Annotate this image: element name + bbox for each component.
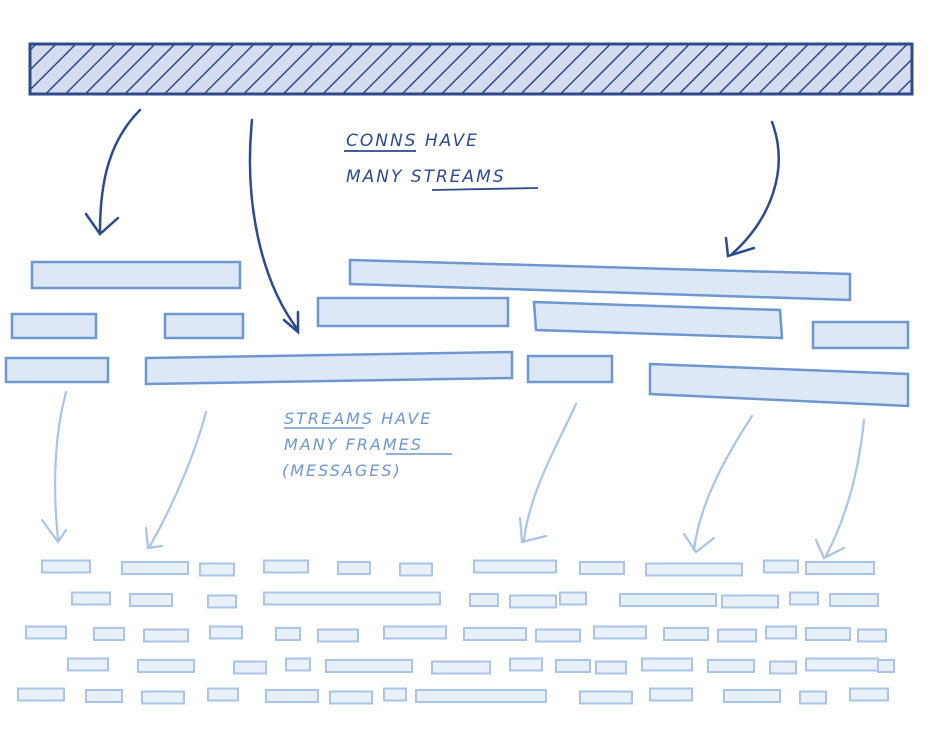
streams-label-line2: MANY FRAMES <box>284 435 423 454</box>
frame-bar <box>325 659 413 673</box>
stream-bars <box>4 258 910 408</box>
frame-bar <box>129 593 173 607</box>
conn-arrow-middle <box>248 118 300 335</box>
frame-bar <box>383 625 447 640</box>
frame-bar <box>137 659 195 673</box>
frame-bar <box>805 657 879 672</box>
streams-underline <box>431 187 539 191</box>
conns-label: CONNS HAVE MANY STREAMS <box>344 131 539 191</box>
stream-bar <box>144 350 514 386</box>
frame-bar <box>649 687 693 702</box>
frame-bar <box>329 690 373 705</box>
frame-bar <box>721 594 779 609</box>
streams-label: STREAMS HAVE MANY FRAMES (MESSAGES) <box>282 409 452 480</box>
frame-bar <box>17 687 65 702</box>
conn-arrow-right <box>724 120 780 258</box>
frame-bar <box>209 625 243 640</box>
frame-bar <box>579 690 633 705</box>
conns-label-line2: MANY STREAMS <box>346 167 506 187</box>
stream-arrow <box>814 418 866 560</box>
frame-bar <box>857 628 887 643</box>
frame-bar <box>645 562 743 577</box>
frame-bar <box>141 690 185 705</box>
frame-bar <box>71 591 111 606</box>
frame-bar <box>707 659 755 673</box>
frame-bar <box>805 561 875 575</box>
frame-bar <box>263 559 309 574</box>
stream-bar <box>316 296 510 328</box>
frame-bar <box>509 657 543 672</box>
frame-bar <box>399 562 433 577</box>
stream-bar <box>348 258 852 302</box>
frame-bar <box>263 591 441 606</box>
frame-bar <box>849 687 889 702</box>
frame-bar <box>509 594 557 609</box>
frame-bar <box>789 591 819 606</box>
frame-bar <box>285 657 311 672</box>
frame-bar <box>265 689 319 703</box>
frame-bar <box>275 627 301 641</box>
frame-bar <box>207 687 239 702</box>
frame-bar <box>799 690 827 705</box>
stream-bar <box>163 312 245 340</box>
frame-bar <box>233 660 267 675</box>
stream-arrow <box>40 390 68 544</box>
frame-bar <box>829 593 879 607</box>
frame-bar <box>805 627 851 641</box>
frame-bars <box>17 559 895 705</box>
frame-bar <box>595 660 627 675</box>
frame-bar <box>25 625 67 640</box>
frame-bar <box>663 627 709 641</box>
frame-bar <box>199 562 235 577</box>
frame-bar <box>431 660 491 675</box>
frame-bar <box>641 657 693 672</box>
frame-bar <box>463 627 527 641</box>
frame-bar <box>877 659 895 673</box>
frame-bar <box>383 687 407 702</box>
stream-bar <box>811 320 910 350</box>
stream-bar <box>4 356 110 384</box>
stream-bar <box>30 260 242 290</box>
streams-label-line3: (MESSAGES) <box>282 461 402 480</box>
frame-bar <box>85 689 123 703</box>
frame-bar <box>765 625 797 640</box>
connection-bar <box>28 42 914 96</box>
conns-label-line1: CONNS HAVE <box>346 131 479 151</box>
stream-bar <box>10 312 98 340</box>
conn-arrows <box>84 108 780 335</box>
frame-bar <box>415 689 547 703</box>
frame-bar <box>555 659 591 673</box>
frame-bar <box>535 628 581 643</box>
frame-bar <box>717 628 757 643</box>
stream-bar <box>648 362 910 408</box>
frame-bar <box>559 591 587 606</box>
stream-bar <box>526 354 614 384</box>
frame-bar <box>317 628 359 643</box>
frame-bar <box>121 561 189 575</box>
stream-arrow <box>682 414 754 554</box>
conn-arrow-left <box>84 108 142 236</box>
frame-bar <box>469 593 499 607</box>
frame-bar <box>67 657 109 672</box>
streams-label-line1: STREAMS HAVE <box>284 409 432 428</box>
frame-bar <box>207 594 237 609</box>
stream-arrow <box>144 410 208 550</box>
stream-bar <box>532 300 784 340</box>
frame-bar <box>769 660 797 675</box>
frame-bar <box>93 627 125 641</box>
frame-bar <box>143 628 189 643</box>
frame-bar <box>41 559 91 574</box>
frame-bar <box>337 561 371 575</box>
frame-bar <box>763 559 799 574</box>
frame-bar <box>473 559 557 574</box>
stream-arrow <box>518 402 578 544</box>
frame-bar <box>593 625 647 640</box>
stream-arrows <box>40 390 866 560</box>
frame-bar <box>619 593 717 607</box>
frame-bar <box>723 689 781 703</box>
frame-bar <box>579 561 625 575</box>
